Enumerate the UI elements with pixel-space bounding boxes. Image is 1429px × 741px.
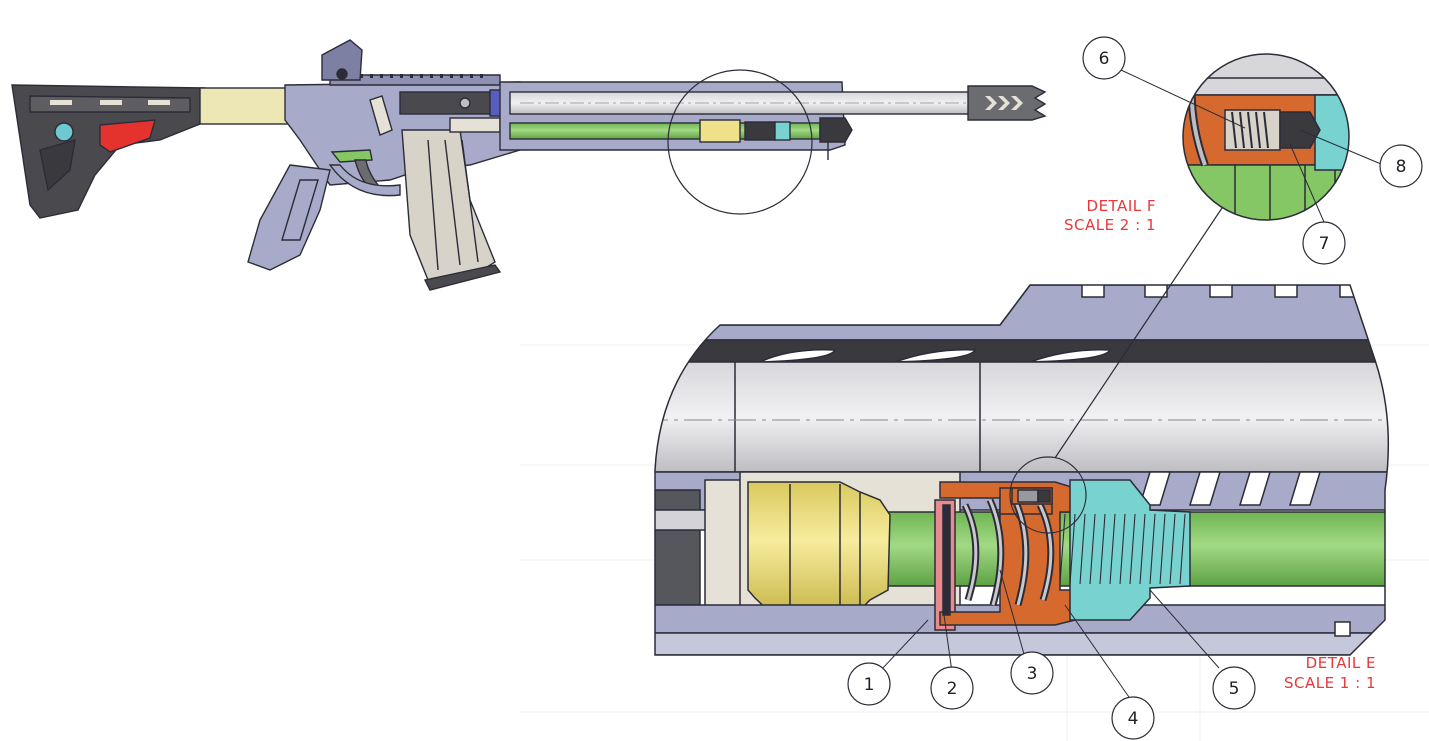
svg-text:3: 3 (1027, 664, 1038, 684)
balloon-7: 7 (1302, 221, 1346, 265)
detail-f-scale: SCALE 2 : 1 (1064, 216, 1156, 234)
detail-e-outline (654, 284, 1390, 656)
balloon-8: 8 (1379, 144, 1423, 188)
balloon-6: 6 (1082, 36, 1126, 80)
leader-lines (880, 69, 1382, 701)
balloon-3: 3 (1010, 651, 1054, 695)
trigger-guard (328, 164, 401, 197)
svg-text:7: 7 (1319, 234, 1330, 254)
washer (942, 504, 951, 616)
svg-text:5: 5 (1229, 679, 1240, 699)
bolt-carrier (399, 91, 491, 115)
rifle-side-view (11, 39, 1047, 291)
svg-text:8: 8 (1396, 157, 1407, 177)
trigger-icon (330, 149, 373, 163)
rear-sight (321, 39, 363, 81)
buffer-tube (199, 87, 291, 125)
detail-f-callout-circle (1009, 456, 1087, 534)
svg-text:6: 6 (1099, 49, 1110, 69)
stock-lever (99, 119, 156, 153)
balloon-4: 4 (1111, 696, 1155, 740)
detail-e-callout-circle (667, 69, 813, 215)
balloon-1: 1 (847, 662, 891, 706)
balloon-5: 5 (1212, 666, 1256, 710)
svg-text:4: 4 (1128, 709, 1139, 729)
check-valve-spring (1231, 111, 1269, 149)
detail-e-scale: SCALE 1 : 1 (1284, 674, 1376, 692)
detail-f-outline (1182, 53, 1350, 221)
piston-head (747, 481, 891, 613)
detail-e-view (655, 285, 1389, 655)
detail-f-title: DETAIL F (1087, 197, 1156, 215)
sling-mount-icon (54, 122, 74, 142)
piston-coupler (1069, 479, 1191, 621)
balloon-2: 2 (930, 666, 974, 710)
detail-e-title: DETAIL E (1306, 654, 1376, 672)
svg-text:1: 1 (864, 675, 875, 695)
svg-text:2: 2 (947, 679, 958, 699)
